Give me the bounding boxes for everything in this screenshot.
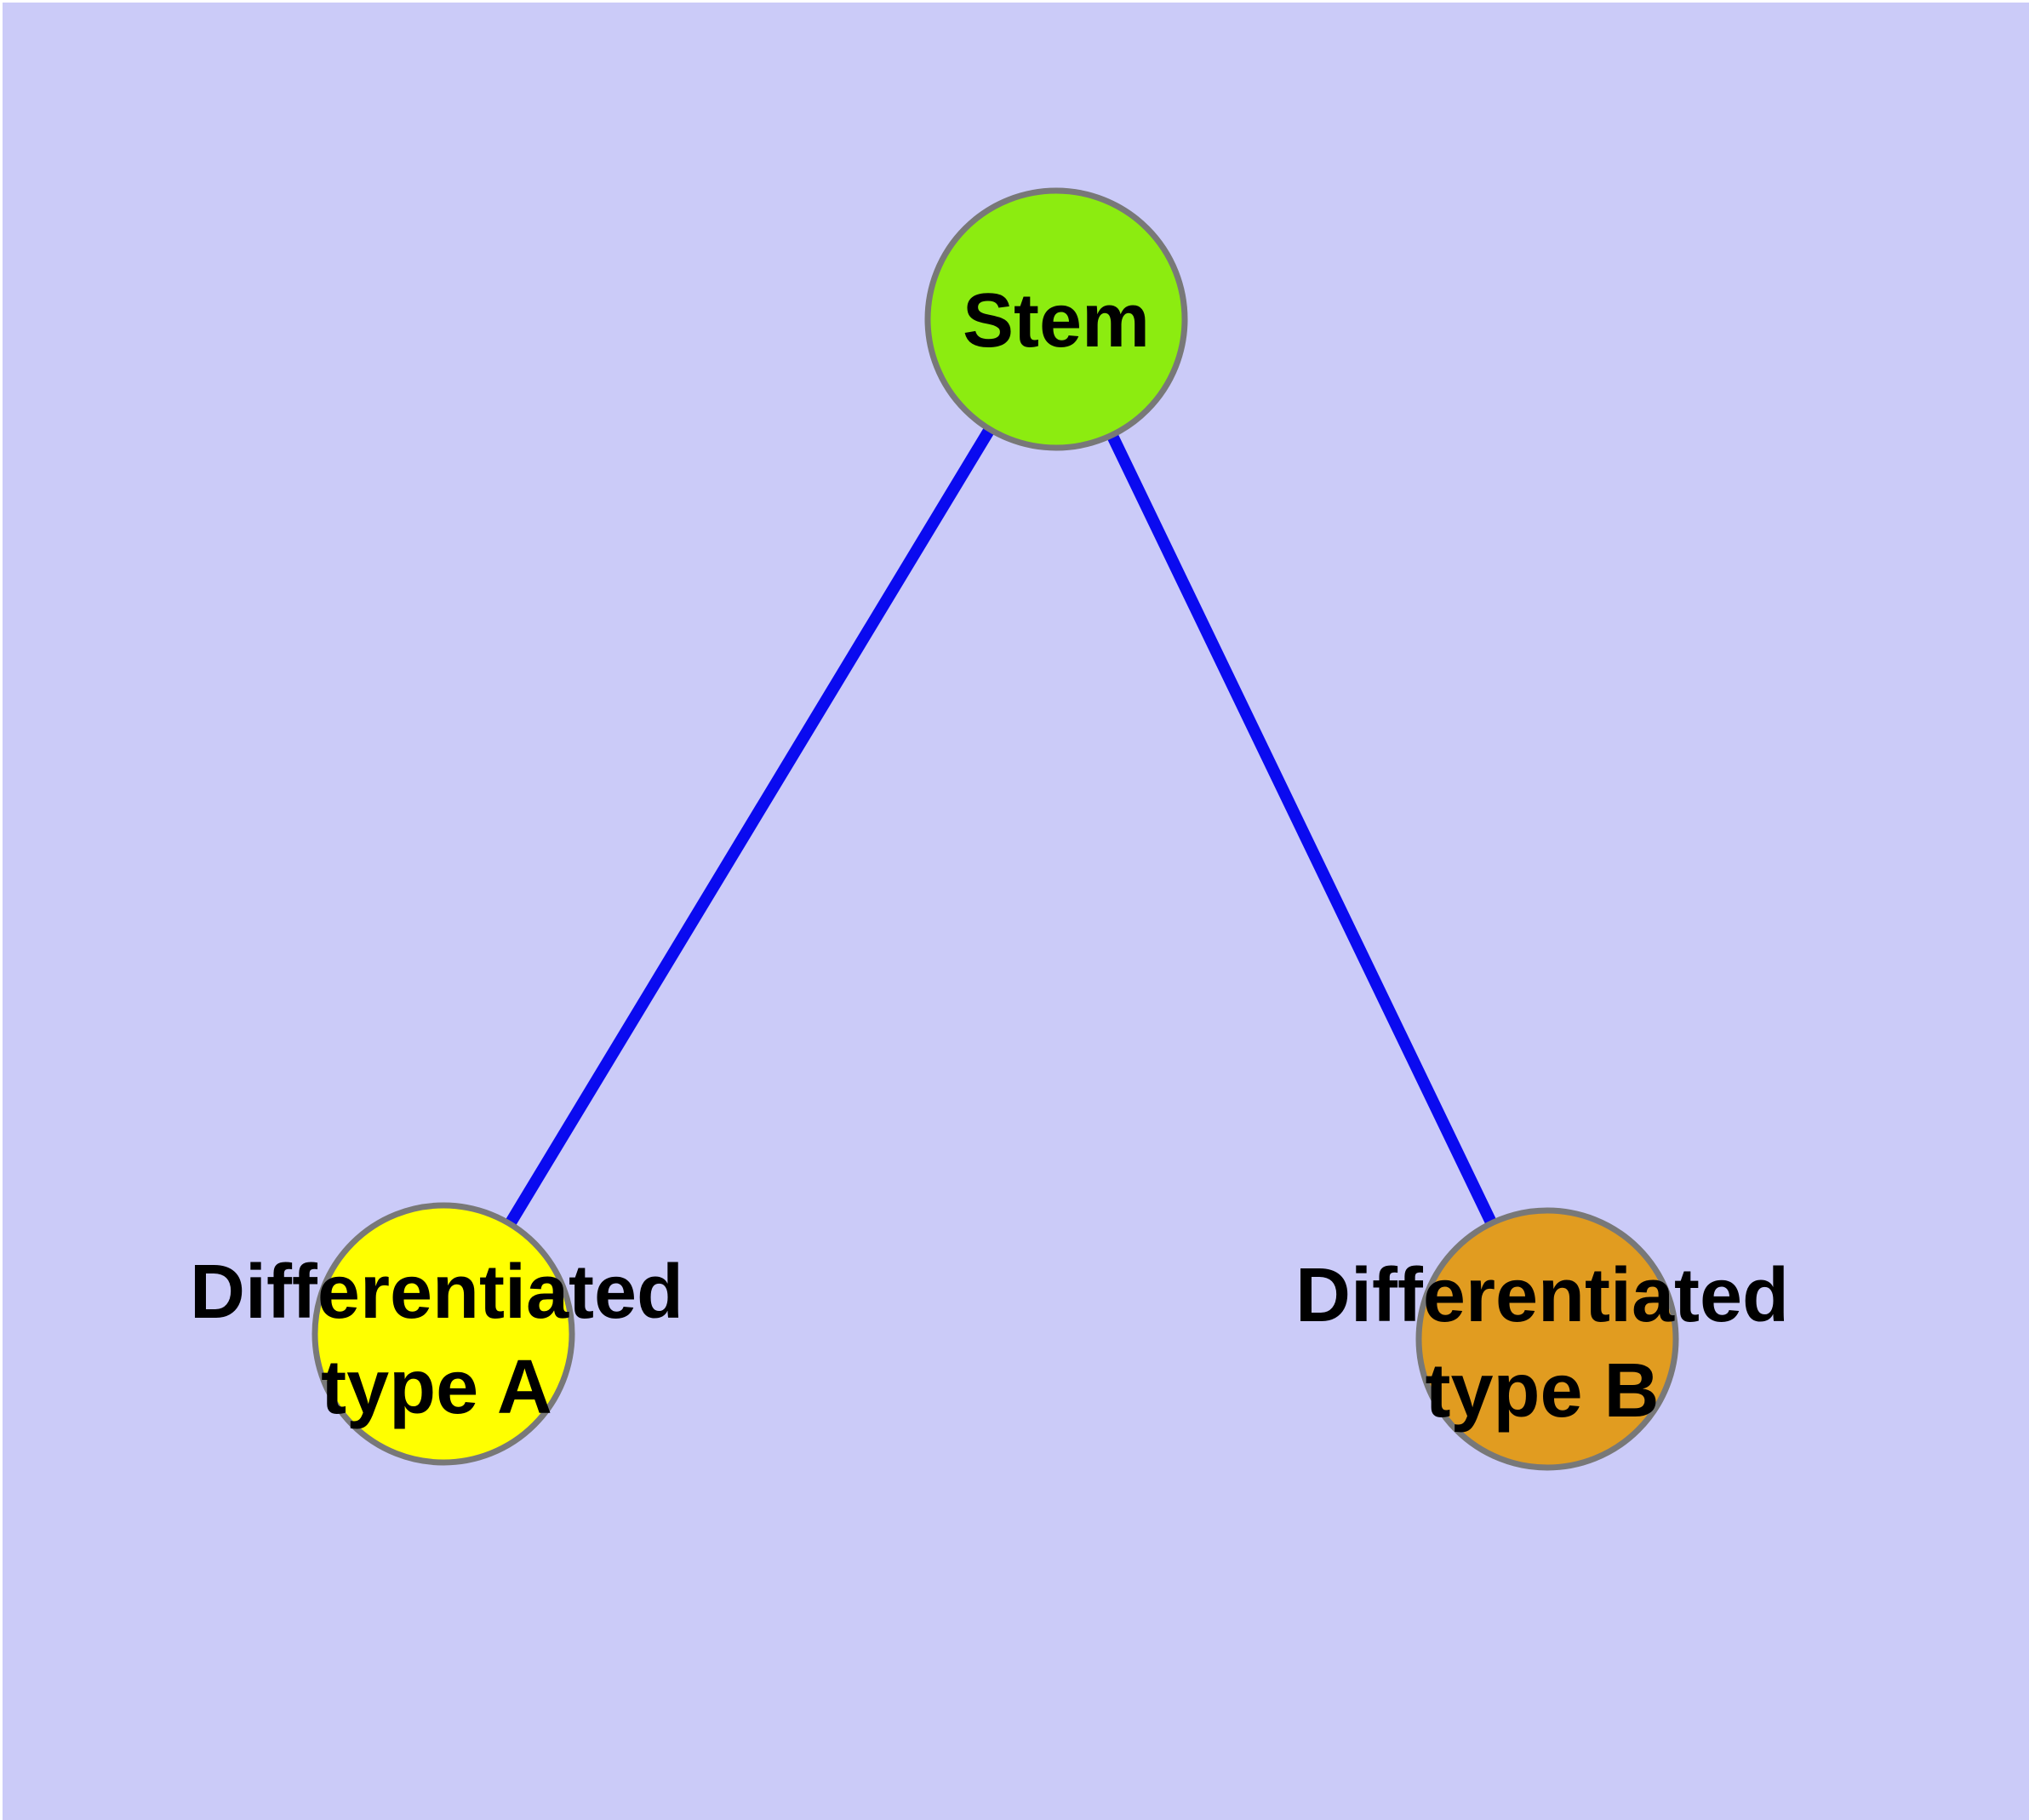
node-type-a-label-line1: Differentiated: [190, 1250, 683, 1335]
node-type-b-circle: [1415, 1207, 1679, 1471]
node-stem: Stem: [924, 187, 1188, 451]
node-differentiated-type-b: Differentiated type B: [1295, 1207, 1789, 1471]
node-differentiated-type-a: Differentiated type A: [190, 1202, 683, 1466]
node-type-a-circle: [311, 1202, 575, 1466]
node-type-b-label-line2: type B: [1425, 1348, 1659, 1434]
edges: [438, 316, 1553, 1342]
node-type-b-label-line1: Differentiated: [1295, 1253, 1789, 1338]
node-stem-label: Stem: [963, 278, 1150, 363]
node-type-a-label-line2: type A: [321, 1345, 552, 1430]
node-stem-circle: [924, 187, 1188, 451]
edge-stem-to-type-a: [438, 316, 1061, 1337]
edge-stem-to-type-b: [1050, 316, 1553, 1342]
